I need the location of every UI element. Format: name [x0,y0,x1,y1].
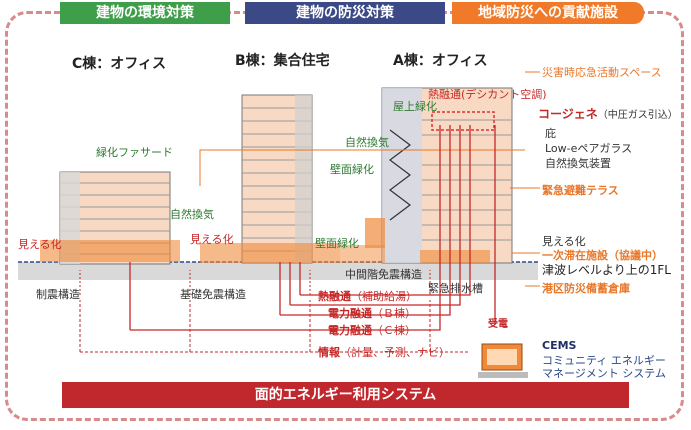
building-a-name: A棟：オフィス [393,53,488,69]
label-temp-shelter: 一次滞在施設（協議中） [542,249,663,262]
label-cogeneration-note: （中圧ガス引込） [597,110,678,121]
building-c [40,171,180,265]
label-cems-desc1: コミュニティ エネルギー [542,354,666,367]
label-heat-hot-water: 熱融通 [318,290,351,303]
header-disaster: 建物の防災対策 [245,2,445,24]
label-heat-hot-water-note: （補助給湯） [351,290,417,303]
label-wall-greening: 壁面緑化 [330,163,374,176]
label-power-receive: 受電 [488,319,508,330]
building-b [200,94,340,264]
header-environment: 建物の環境対策 [60,2,230,24]
label-tsunami-level: 津波レベルより上の1FL [542,263,671,277]
label-visualization-c: 見える化 [18,238,62,251]
ground-arrows [79,270,431,295]
label-mid-isolation: 中間階免震構造 [345,268,422,281]
footer-bar: 面的エネルギー利用システム [62,382,629,408]
label-rooftop-greening: 屋上緑化 [393,100,437,113]
label-wall-green-low: 壁面緑化 [315,237,359,250]
label-emergency-terrace: 緊急避難テラス [542,184,619,197]
building-c-name: C棟：オフィス [72,56,166,72]
b-a-link [340,245,385,263]
building-a [365,87,513,264]
label-emergency-drain: 緊急排水槽 [428,282,483,295]
label-heat-desiccant: 熱融通(デシカント空調) [428,88,547,101]
label-port-storage: 港区防災備蓄倉庫 [542,282,630,295]
label-natural-vent-device: 自然換気装置 [545,157,611,170]
label-cems: CEMS [542,339,577,352]
label-info: 情報 [318,346,340,359]
label-cogeneration: コージェネ [538,107,598,121]
label-low-e: Low-eペアガラス [545,142,633,155]
label-heat-hot-water-row: 熱融通（補助給湯） [318,290,417,303]
label-power-b: 電力融通 [328,307,372,320]
ground-band [18,262,538,280]
label-power-b-note: （Ｂ棟） [372,307,416,320]
label-visualization-a: 見える化 [542,235,586,248]
computer-icon [478,343,528,378]
label-power-b-row: 電力融通（Ｂ棟） [328,307,416,320]
orange-leaders [199,71,540,287]
label-info-note: （計量、予測、ナビ） [340,346,450,359]
red-energy-lines [129,125,496,331]
building-b-name: B棟：集合住宅 [235,53,330,69]
label-cems-desc2: マネージメント システム [542,367,666,380]
label-natural-vent-a: 自然換気 [345,136,389,149]
label-base-isolation: 基礎免震構造 [180,288,246,301]
info-line [79,300,470,353]
label-power-c-row: 電力融通（Ｃ棟） [328,324,416,337]
label-green-facade: 緑化ファサード [96,146,173,159]
label-cogeneration-row: コージェネ（中圧ガス引込） [538,108,678,122]
label-eaves: 庇 [545,127,556,140]
label-power-c: 電力融通 [328,324,372,337]
label-natural-vent-c: 自然換気 [170,208,214,221]
label-visualization-b: 見える化 [190,233,234,246]
label-power-c-note: （Ｃ棟） [372,324,416,337]
label-info-row: 情報（計量、予測、ナビ） [318,346,450,359]
label-emergency-space: 災害時応急活動スペース [542,66,662,79]
label-damping: 制震構造 [36,288,80,301]
header-community: 地域防災への貢献施設 [452,2,644,24]
